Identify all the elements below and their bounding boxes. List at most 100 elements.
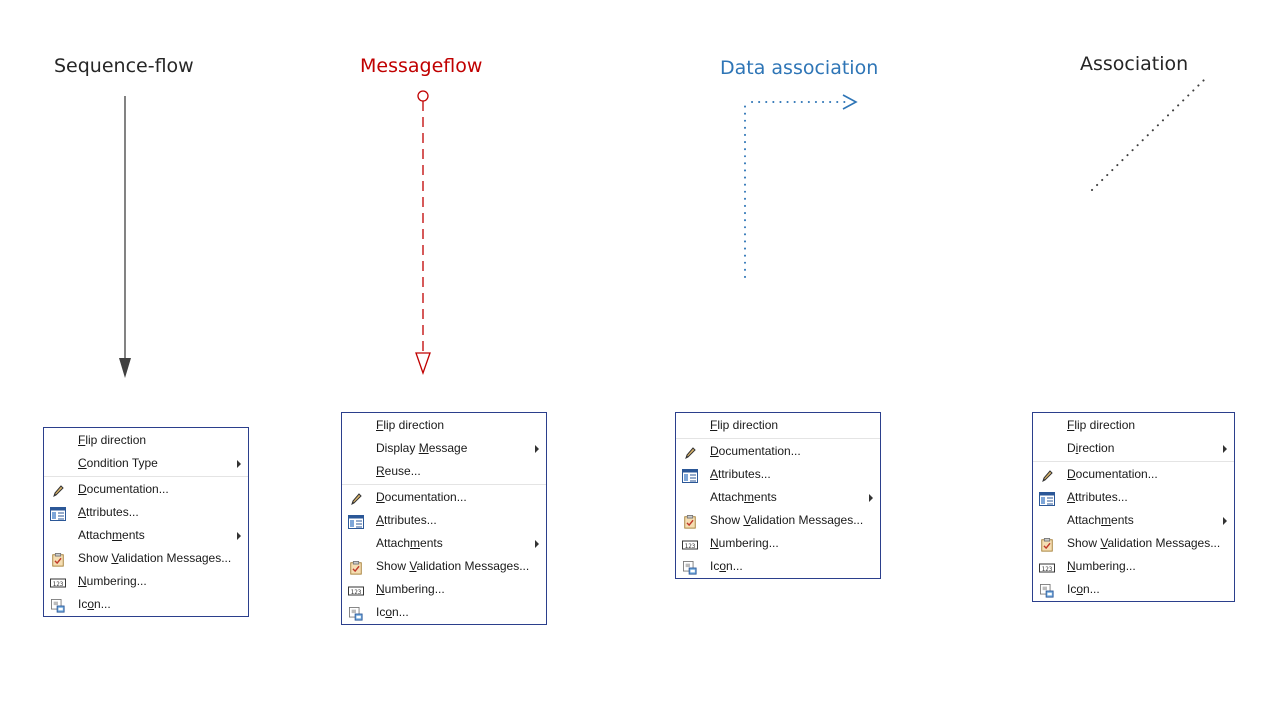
clipboard-check-icon bbox=[682, 514, 698, 529]
menu-item-label: Reuse... bbox=[376, 464, 421, 478]
access-key: V bbox=[743, 513, 751, 527]
sequence-flow-connector[interactable] bbox=[119, 96, 131, 378]
menu-item-show-validation-messages[interactable]: Show Validation Messages... bbox=[342, 555, 546, 578]
label-text: umbering... bbox=[718, 536, 779, 550]
menu-item-flip-direction[interactable]: Flip direction bbox=[342, 414, 546, 437]
clipboard-check-icon bbox=[348, 560, 364, 575]
menu-item-attributes[interactable]: Attributes... bbox=[1033, 486, 1234, 509]
menu-item-documentation[interactable]: Documentation... bbox=[676, 440, 880, 463]
label-text: ondition Type bbox=[86, 456, 158, 470]
access-key: N bbox=[376, 582, 385, 596]
menu-item-label: Icon... bbox=[376, 605, 409, 619]
label-text: rection bbox=[1078, 441, 1115, 455]
menu-item-label: Flip direction bbox=[376, 418, 444, 432]
menu-item-icon[interactable]: Icon... bbox=[1033, 578, 1234, 601]
attributes-icon bbox=[682, 468, 698, 483]
menu-item-flip-direction[interactable]: Flip direction bbox=[1033, 414, 1234, 437]
label-text: n... bbox=[1083, 582, 1100, 596]
menu-item-documentation[interactable]: Documentation... bbox=[44, 478, 248, 501]
label-text: alidation Messages... bbox=[416, 559, 530, 573]
access-key: D bbox=[710, 444, 719, 458]
label-text: ttributes... bbox=[384, 513, 437, 527]
menu-item-attributes[interactable]: Attributes... bbox=[342, 509, 546, 532]
menu-item-attachments[interactable]: Attachments bbox=[676, 486, 880, 509]
menu-item-flip-direction[interactable]: Flip direction bbox=[676, 414, 880, 437]
access-key: o bbox=[385, 605, 393, 619]
menu-item-condition-type[interactable]: Condition Type bbox=[44, 452, 248, 475]
menu-item-icon[interactable]: Icon... bbox=[676, 555, 880, 578]
message-flow-connector[interactable] bbox=[415, 90, 431, 375]
label-text: n... bbox=[392, 605, 409, 619]
label-text: umbering... bbox=[384, 582, 445, 596]
label-text: lip direction bbox=[717, 418, 779, 432]
access-key: A bbox=[710, 467, 719, 481]
label-text: Show bbox=[376, 559, 410, 573]
menu-item-attributes[interactable]: Attributes... bbox=[44, 501, 248, 524]
numbering-icon: 123 bbox=[682, 537, 698, 551]
access-key: R bbox=[376, 464, 385, 478]
menu-item-label: Attributes... bbox=[78, 505, 139, 519]
label-text: Show bbox=[1067, 536, 1101, 550]
menu-item-icon[interactable]: Icon... bbox=[342, 601, 546, 624]
label-text: alidation Messages... bbox=[750, 513, 864, 527]
menu-item-icon[interactable]: Icon... bbox=[44, 593, 248, 616]
access-key: V bbox=[409, 559, 417, 573]
image-icon bbox=[682, 560, 698, 575]
menu-item-attachments[interactable]: Attachments bbox=[342, 532, 546, 555]
label-text: ents bbox=[122, 528, 145, 542]
menu-item-label: Numbering... bbox=[710, 536, 779, 550]
label-text: Show bbox=[710, 513, 744, 527]
label-text: Attach bbox=[1067, 513, 1102, 527]
label-text: ents bbox=[1111, 513, 1134, 527]
menu-separator bbox=[676, 438, 880, 439]
access-key: A bbox=[1067, 490, 1076, 504]
access-key: D bbox=[78, 482, 87, 496]
label-text: Ic bbox=[78, 597, 88, 611]
label-text: ttributes... bbox=[718, 467, 771, 481]
menu-item-attributes[interactable]: Attributes... bbox=[676, 463, 880, 486]
submenu-arrow-icon bbox=[869, 494, 873, 502]
access-key: N bbox=[710, 536, 719, 550]
label-text: ocumentation... bbox=[86, 482, 169, 496]
image-icon bbox=[1039, 583, 1055, 598]
menu-item-documentation[interactable]: Documentation... bbox=[1033, 463, 1234, 486]
menu-item-attachments[interactable]: Attachments bbox=[44, 524, 248, 547]
menu-item-label: Flip direction bbox=[78, 433, 146, 447]
label-text: Ic bbox=[376, 605, 386, 619]
menu-item-flip-direction[interactable]: Flip direction bbox=[44, 429, 248, 452]
access-key: F bbox=[78, 433, 86, 447]
label-text: lip direction bbox=[1074, 418, 1136, 432]
menu-item-label: Flip direction bbox=[1067, 418, 1135, 432]
menu-item-show-validation-messages[interactable]: Show Validation Messages... bbox=[44, 547, 248, 570]
label-text: Ic bbox=[1067, 582, 1077, 596]
clipboard-check-icon bbox=[1039, 537, 1055, 552]
svg-text:123: 123 bbox=[1042, 566, 1053, 573]
menu-item-label: Show Validation Messages... bbox=[710, 513, 863, 527]
association-connector[interactable] bbox=[1091, 79, 1205, 191]
pencil-icon bbox=[1039, 468, 1055, 482]
label-text: Ic bbox=[710, 559, 720, 573]
menu-item-display-message[interactable]: Display Message bbox=[342, 437, 546, 460]
label-text: ents bbox=[420, 536, 443, 550]
menu-item-show-validation-messages[interactable]: Show Validation Messages... bbox=[676, 509, 880, 532]
access-key: V bbox=[111, 551, 119, 565]
submenu-arrow-icon bbox=[237, 532, 241, 540]
menu-item-numbering[interactable]: 123 Numbering... bbox=[676, 532, 880, 555]
menu-item-attachments[interactable]: Attachments bbox=[1033, 509, 1234, 532]
menu-item-reuse[interactable]: Reuse... bbox=[342, 460, 546, 483]
data-association-connector[interactable] bbox=[744, 94, 858, 278]
menu-item-show-validation-messages[interactable]: Show Validation Messages... bbox=[1033, 532, 1234, 555]
menu-item-documentation[interactable]: Documentation... bbox=[342, 486, 546, 509]
access-key: M bbox=[418, 441, 429, 455]
access-key: N bbox=[78, 574, 87, 588]
image-icon bbox=[50, 598, 66, 613]
menu-item-direction[interactable]: Direction bbox=[1033, 437, 1234, 460]
menu-item-label: Documentation... bbox=[1067, 467, 1158, 481]
menu-item-label: Attributes... bbox=[376, 513, 437, 527]
